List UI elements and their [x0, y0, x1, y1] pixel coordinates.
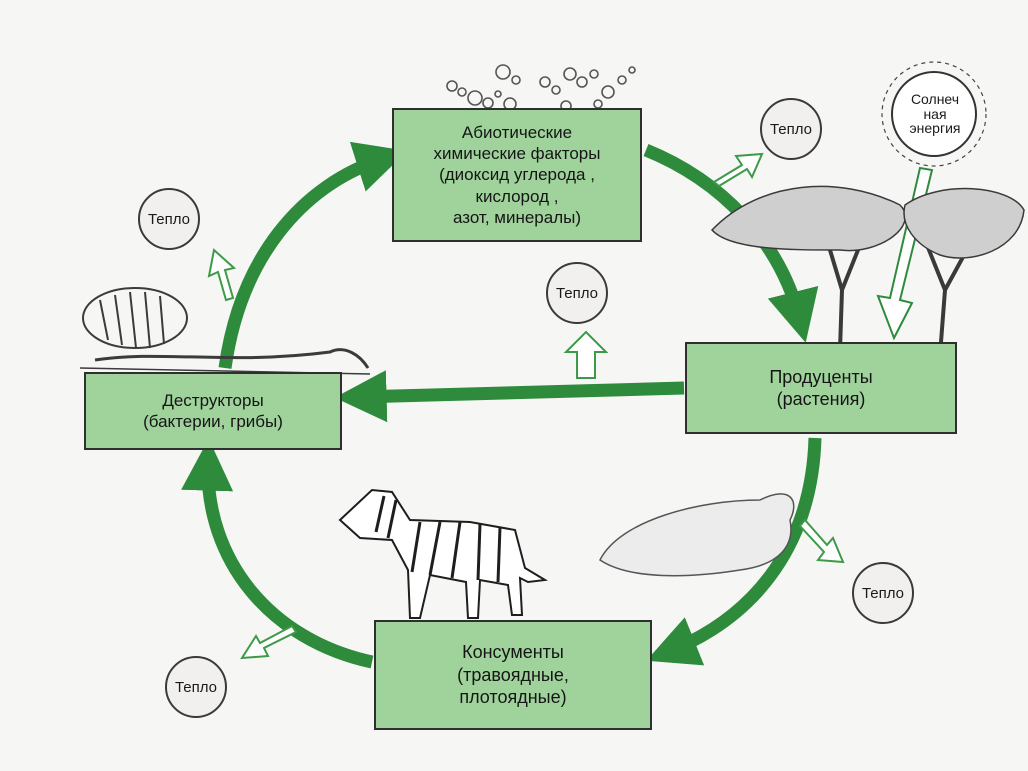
- heat-circle-center: Тепло: [546, 262, 608, 324]
- abiotic-line-3: (диоксид углерода ,: [439, 165, 595, 185]
- heat-circle-decomposers: Тепло: [138, 188, 200, 250]
- heat-circle-producers: Тепло: [852, 562, 914, 624]
- abiotic-line-4: кислород ,: [475, 186, 559, 206]
- producers-line-1: Продуценты: [769, 366, 873, 387]
- consumers-box: Консументы (травоядные, плотоядные): [374, 620, 652, 730]
- gas-bubbles-illustration: [446, 64, 636, 112]
- abiotic-line-1: Абиотические: [461, 122, 573, 142]
- heat-arrow-center: [563, 330, 609, 379]
- arrow-consumers-to-decomposers: [181, 438, 374, 669]
- heat-circle-abiotic: Тепло: [760, 98, 822, 160]
- arrow-producers-to-consumers: [646, 437, 822, 666]
- heat-arrow-consumers: [240, 624, 298, 660]
- heat-arrow-abiotic: [712, 152, 764, 188]
- solar-label-line-3: энергия: [909, 120, 961, 137]
- abiotic-factors-box: Абиотические химические факторы (диоксид…: [392, 108, 642, 242]
- heat-arrow-decomposers: [207, 248, 237, 302]
- arrow-solar-energy: [876, 166, 934, 341]
- consumers-line-3: плотоядные): [459, 687, 567, 708]
- decomposers-line-2: (бактерии, грибы): [143, 412, 283, 431]
- zebra-illustration: [338, 488, 549, 619]
- consumers-line-1: Консументы: [462, 642, 564, 663]
- arrow-decomposers-to-abiotic: [218, 141, 408, 369]
- abiotic-line-5: азот, минералы): [452, 207, 582, 227]
- decomposers-box: Деструкторы (бактерии, грибы): [84, 372, 342, 450]
- solar-label-line-2: ная: [923, 105, 947, 122]
- sun-illustration: [881, 61, 987, 167]
- heat-circle-consumers: Тепло: [165, 656, 227, 718]
- heat-arrows: [207, 152, 845, 660]
- consumers-line-2: (травоядные,: [457, 664, 569, 685]
- producers-box: Продуценты (растения): [685, 342, 957, 434]
- producers-line-2: (растения): [776, 389, 866, 409]
- abiotic-line-2: химические факторы: [433, 144, 601, 164]
- decomposers-line-1: Деструкторы: [162, 390, 264, 410]
- solar-label-line-1: Солнеч: [910, 91, 960, 107]
- trees-illustration: [710, 185, 1025, 356]
- solar-energy-label: Солнеч ная энергия: [891, 92, 979, 136]
- resting-animal-illustration: [599, 493, 795, 577]
- heat-arrow-producers: [798, 518, 845, 564]
- arrow-producers-to-decomposers: [334, 370, 685, 423]
